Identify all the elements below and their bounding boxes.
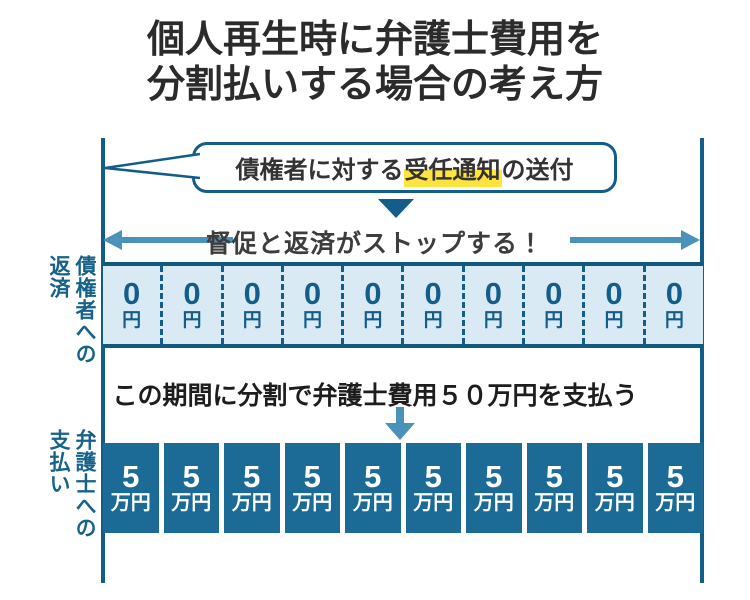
zero-yen-cell: 0 円 (160, 266, 220, 344)
cell-unit: 万円 (655, 492, 696, 514)
cell-unit: 円 (664, 310, 684, 331)
cell-amount: 5 (122, 459, 140, 494)
page-title-line-1: 個人再生時に弁護士費用を (146, 19, 603, 61)
cell-amount: 5 (485, 459, 503, 494)
five-man-yen-cell: 5 万円 (224, 443, 280, 533)
period-note-text: この期間に分割で弁護士費用５０万円を支払う (112, 382, 638, 410)
lawyer-payment-row: 5 万円 5 万円 5 万円 5 万円 5 万円 5 万円 5 万円 5 万円 … (103, 443, 703, 533)
timeline-end-line (700, 138, 704, 583)
cell-unit: 円 (544, 310, 564, 331)
creditor-repayment-row: 0 円 0 円 0 円 0 円 0 円 0 円 0 円 0 円 0 円 0 円 (103, 262, 703, 348)
zero-yen-cell: 0 円 (642, 266, 703, 344)
callout-text-prefix: 債権者に対する (235, 157, 404, 184)
cell-unit: 円 (604, 310, 624, 331)
cell-unit: 万円 (352, 492, 393, 514)
cell-amount: 5 (364, 459, 382, 494)
cell-unit: 万円 (473, 492, 514, 514)
cell-unit: 万円 (110, 492, 151, 514)
arrow-right-icon (570, 230, 700, 250)
five-man-yen-cell: 5 万円 (466, 443, 522, 533)
cell-unit: 円 (363, 310, 383, 331)
cell-amount: 0 (665, 276, 683, 311)
cell-amount: 5 (606, 459, 624, 494)
cell-unit: 万円 (231, 492, 272, 514)
cell-amount: 5 (666, 459, 684, 494)
cell-amount: 5 (182, 459, 200, 494)
cell-amount: 0 (123, 276, 141, 311)
cell-unit: 円 (122, 310, 142, 331)
page-title-line-2: 分割払いする場合の考え方 (146, 64, 603, 106)
cell-amount: 5 (303, 459, 321, 494)
cell-unit: 万円 (534, 492, 575, 514)
five-man-yen-cell: 5 万円 (587, 443, 643, 533)
five-man-yen-cell: 5 万円 (345, 443, 401, 533)
cell-unit: 円 (182, 310, 202, 331)
cell-unit: 円 (483, 310, 503, 331)
five-man-yen-cell: 5 万円 (163, 443, 219, 533)
cell-unit: 万円 (413, 492, 454, 514)
arrow-left-icon (103, 230, 233, 250)
five-man-yen-cell: 5 万円 (405, 443, 461, 533)
cell-amount: 0 (424, 276, 442, 311)
five-man-yen-cell: 5 万円 (284, 443, 340, 533)
cell-amount: 0 (364, 276, 382, 311)
lawyer-row-label: 弁護士への 支払い (47, 429, 96, 539)
callout-text: 債権者に対する受任通知の送付 (235, 150, 574, 187)
zero-yen-cell: 0 円 (582, 266, 642, 344)
zero-yen-cell: 0 円 (461, 266, 522, 344)
cell-amount: 5 (243, 459, 261, 494)
arrow-down-icon (385, 407, 415, 440)
zero-yen-cell: 0 円 (522, 266, 582, 344)
zero-yen-cell: 0 円 (341, 266, 401, 344)
page-title: 個人再生時に弁護士費用を 分割払いする場合の考え方 (0, 18, 750, 108)
zero-yen-cell: 0 円 (220, 266, 281, 344)
cell-amount: 0 (605, 276, 623, 311)
callout-tail-icon (103, 152, 201, 180)
cell-amount: 5 (424, 459, 442, 494)
zero-yen-cell: 0 円 (280, 266, 341, 344)
five-man-yen-cell: 5 万円 (526, 443, 582, 533)
callout-text-suffix: の送付 (501, 157, 574, 184)
stop-banner-text: 督促と返済がストップする！ (205, 230, 544, 258)
cell-amount: 0 (243, 276, 261, 311)
zero-yen-cell: 0 円 (103, 266, 160, 344)
triangle-down-icon (378, 199, 414, 218)
cell-unit: 円 (303, 310, 323, 331)
cell-amount: 0 (183, 276, 201, 311)
five-man-yen-cell: 5 万円 (103, 443, 159, 533)
timeline-start-line (101, 138, 105, 583)
cell-unit: 万円 (292, 492, 333, 514)
cell-unit: 円 (423, 310, 443, 331)
five-man-yen-cell: 5 万円 (647, 443, 703, 533)
creditor-row-label: 債権者への 返済 (47, 255, 96, 365)
callout-box: 債権者に対する受任通知の送付 (192, 142, 617, 193)
zero-yen-cell: 0 円 (401, 266, 461, 344)
cell-amount: 0 (545, 276, 563, 311)
cell-unit: 万円 (171, 492, 212, 514)
cell-amount: 5 (545, 459, 563, 494)
cell-unit: 円 (242, 310, 262, 331)
cell-amount: 0 (303, 276, 322, 311)
cell-amount: 0 (484, 276, 503, 311)
callout-highlighted-term: 受任通知 (403, 157, 502, 187)
cell-unit: 万円 (594, 492, 635, 514)
